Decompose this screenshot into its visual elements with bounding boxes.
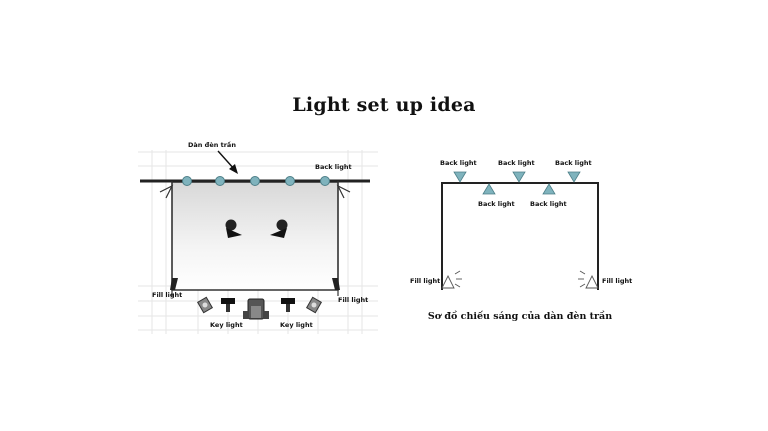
fill-light-left-label: Fill light <box>410 277 440 285</box>
ceiling-light <box>182 176 192 186</box>
back-light-marker <box>567 171 581 183</box>
back-light-label-1: Back light <box>440 159 477 167</box>
key-light-left-icon <box>196 296 214 314</box>
ceiling-lights <box>182 176 330 186</box>
fill-light-left-label: Fill light <box>152 291 182 299</box>
ceiling-light <box>320 176 330 186</box>
back-light-marker <box>482 183 496 195</box>
fill-light-right-label: Fill light <box>602 277 632 285</box>
back-light-label: Back light <box>315 163 352 171</box>
back-light-marker <box>542 183 556 195</box>
ceiling-light <box>250 176 260 186</box>
umbrella-right-icon <box>281 298 295 312</box>
studio-setup-diagram: Dàn đèn trần Back light Fill light Fill … <box>138 141 378 334</box>
back-light-marker <box>512 171 526 183</box>
ceiling-rig-schematic: Back light Back light Back light Back li… <box>410 159 632 290</box>
ceiling-light <box>285 176 295 186</box>
back-lights-down <box>453 171 581 183</box>
umbrella-left-icon <box>221 298 235 312</box>
ceiling-light <box>215 176 225 186</box>
back-light-marker <box>453 171 467 183</box>
hair-light-right-icon <box>270 219 288 238</box>
fill-light-left-icon <box>441 270 462 289</box>
fill-light-right-label: Fill light <box>338 296 368 304</box>
fill-light-right-icon <box>332 278 340 290</box>
page-title: Light set up idea <box>292 94 476 116</box>
rig-arrow-head <box>229 164 238 174</box>
back-light-label-2: Back light <box>498 159 535 167</box>
back-lights-up <box>482 183 556 195</box>
stand-right <box>336 181 351 296</box>
ceiling-rig-label: Dàn đèn trần <box>188 141 236 149</box>
backdrop <box>171 181 339 291</box>
fill-light-right-icon <box>578 270 599 289</box>
back-light-label-4: Back light <box>478 200 515 208</box>
fill-light-left-icon <box>170 278 178 290</box>
back-light-label-5: Back light <box>530 200 567 208</box>
hair-light-left-icon <box>225 219 242 238</box>
stand-left <box>159 181 174 296</box>
back-light-label-3: Back light <box>555 159 592 167</box>
schematic-caption: Sơ đồ chiếu sáng của dàn đèn trần <box>427 311 613 322</box>
key-light-right-icon <box>305 296 323 314</box>
camera-icon <box>243 298 269 320</box>
rig-frame <box>441 182 599 290</box>
key-light-right-label: Key light <box>280 321 313 329</box>
key-light-left-label: Key light <box>210 321 243 329</box>
